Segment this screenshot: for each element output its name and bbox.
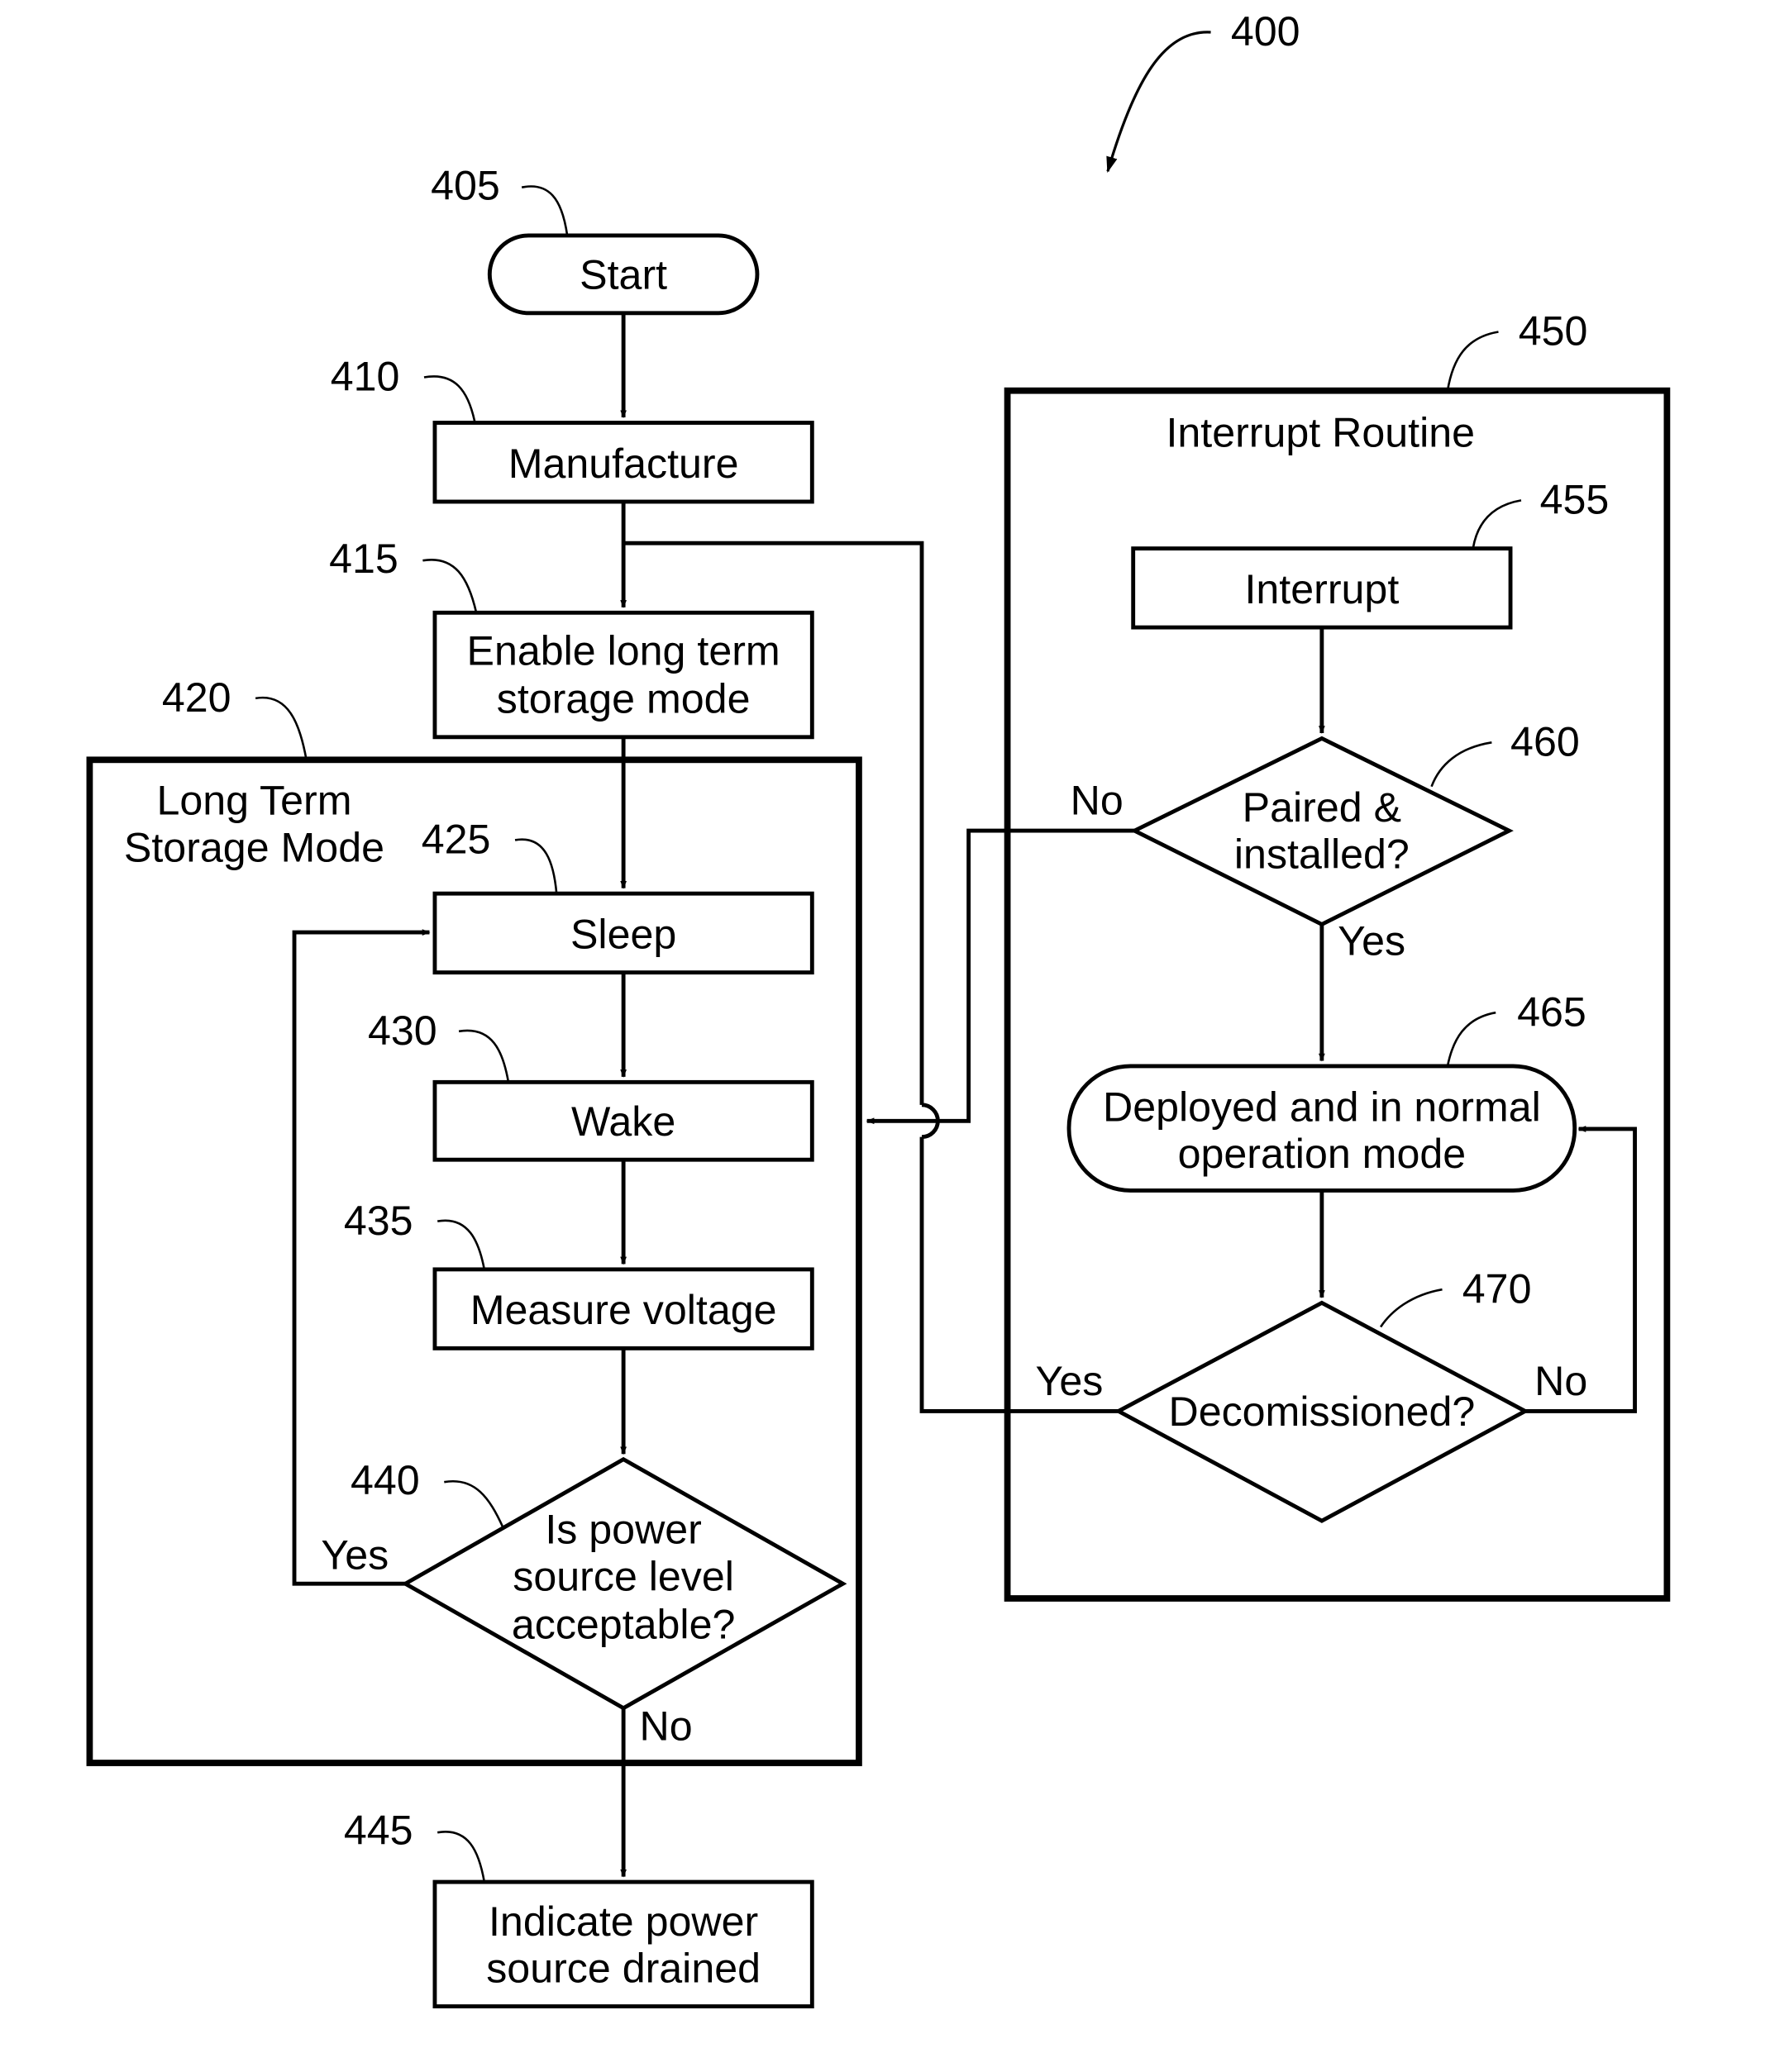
label-paired-yes: Yes [1338, 918, 1405, 965]
ref-445: 445 [344, 1808, 413, 1854]
ref-430: 430 [368, 1007, 437, 1054]
node-indicate-line1: Indicate power [489, 1898, 758, 1945]
node-manufacture-label: Manufacture [508, 441, 739, 487]
node-power-check: Is power source level acceptable? [405, 1460, 842, 1708]
node-start-label: Start [580, 252, 667, 298]
node-wake: Wake [435, 1082, 812, 1160]
ref-425: 425 [422, 817, 491, 863]
leader-415 [422, 560, 476, 612]
ref-410: 410 [331, 354, 400, 400]
leader-450 [1448, 331, 1498, 390]
ref-460: 460 [1510, 718, 1580, 764]
node-enable-line2: storage mode [497, 676, 751, 722]
ref-420: 420 [162, 674, 231, 721]
leader-410 [424, 376, 475, 422]
figure-number: 400 [1231, 8, 1300, 55]
node-power-check-line1: Is power [545, 1507, 702, 1553]
leader-425 [515, 840, 556, 893]
ref-470: 470 [1462, 1265, 1532, 1312]
node-measure-voltage: Measure voltage [435, 1269, 812, 1348]
ref-435: 435 [344, 1198, 413, 1244]
ref-415: 415 [329, 536, 398, 582]
leader-445 [437, 1831, 484, 1882]
label-decom-no: No [1534, 1358, 1587, 1404]
node-wake-label: Wake [571, 1098, 675, 1145]
ref-405: 405 [431, 162, 500, 208]
label-power-no: No [640, 1703, 693, 1750]
node-indicate-line2: source drained [486, 1945, 761, 1991]
node-power-check-line3: acceptable? [512, 1602, 736, 1648]
leader-420 [255, 698, 306, 760]
interrupt-routine-title: Interrupt Routine [1166, 410, 1475, 456]
node-interrupt: Interrupt [1133, 549, 1510, 627]
node-paired-line1: Paired & [1243, 784, 1401, 831]
node-paired-installed: Paired & installed? [1134, 738, 1509, 924]
node-power-check-line2: source level [513, 1553, 734, 1599]
node-indicate-drained: Indicate power source drained [435, 1882, 812, 2007]
node-enable-line1: Enable long term [467, 627, 780, 674]
node-sleep-label: Sleep [570, 912, 676, 958]
leader-455 [1473, 500, 1521, 548]
node-sleep: Sleep [435, 893, 812, 972]
node-start: Start [489, 236, 757, 313]
label-decom-yes: Yes [1036, 1358, 1104, 1404]
label-paired-no: No [1071, 778, 1124, 824]
node-manufacture: Manufacture [435, 423, 812, 502]
long-term-title-line2: Storage Mode [124, 824, 384, 870]
leader-435 [437, 1221, 484, 1269]
node-interrupt-label: Interrupt [1244, 566, 1399, 612]
node-deployed-line2: operation mode [1178, 1131, 1467, 1177]
node-enable: Enable long term storage mode [435, 612, 812, 737]
leader-440 [444, 1481, 503, 1527]
ref-440: 440 [351, 1457, 420, 1503]
long-term-title-line1: Long Term [156, 778, 351, 824]
node-deployed-line1: Deployed and in normal [1103, 1084, 1541, 1130]
label-power-yes: Yes [321, 1531, 389, 1578]
ref-450: 450 [1519, 308, 1588, 355]
figure-number-arrow [1108, 32, 1211, 171]
ref-465: 465 [1517, 988, 1586, 1035]
node-decommissioned: Decomissioned? [1119, 1303, 1525, 1521]
node-paired-line2: installed? [1234, 831, 1410, 877]
leader-465 [1448, 1012, 1496, 1066]
leader-460 [1432, 742, 1492, 786]
node-decom-label: Decomissioned? [1168, 1388, 1475, 1435]
node-measure-label: Measure voltage [470, 1287, 777, 1333]
ref-455: 455 [1540, 477, 1610, 523]
leader-470 [1381, 1289, 1442, 1327]
leader-405 [522, 186, 567, 235]
node-deployed: Deployed and in normal operation mode [1069, 1066, 1575, 1191]
leader-430 [459, 1031, 508, 1082]
